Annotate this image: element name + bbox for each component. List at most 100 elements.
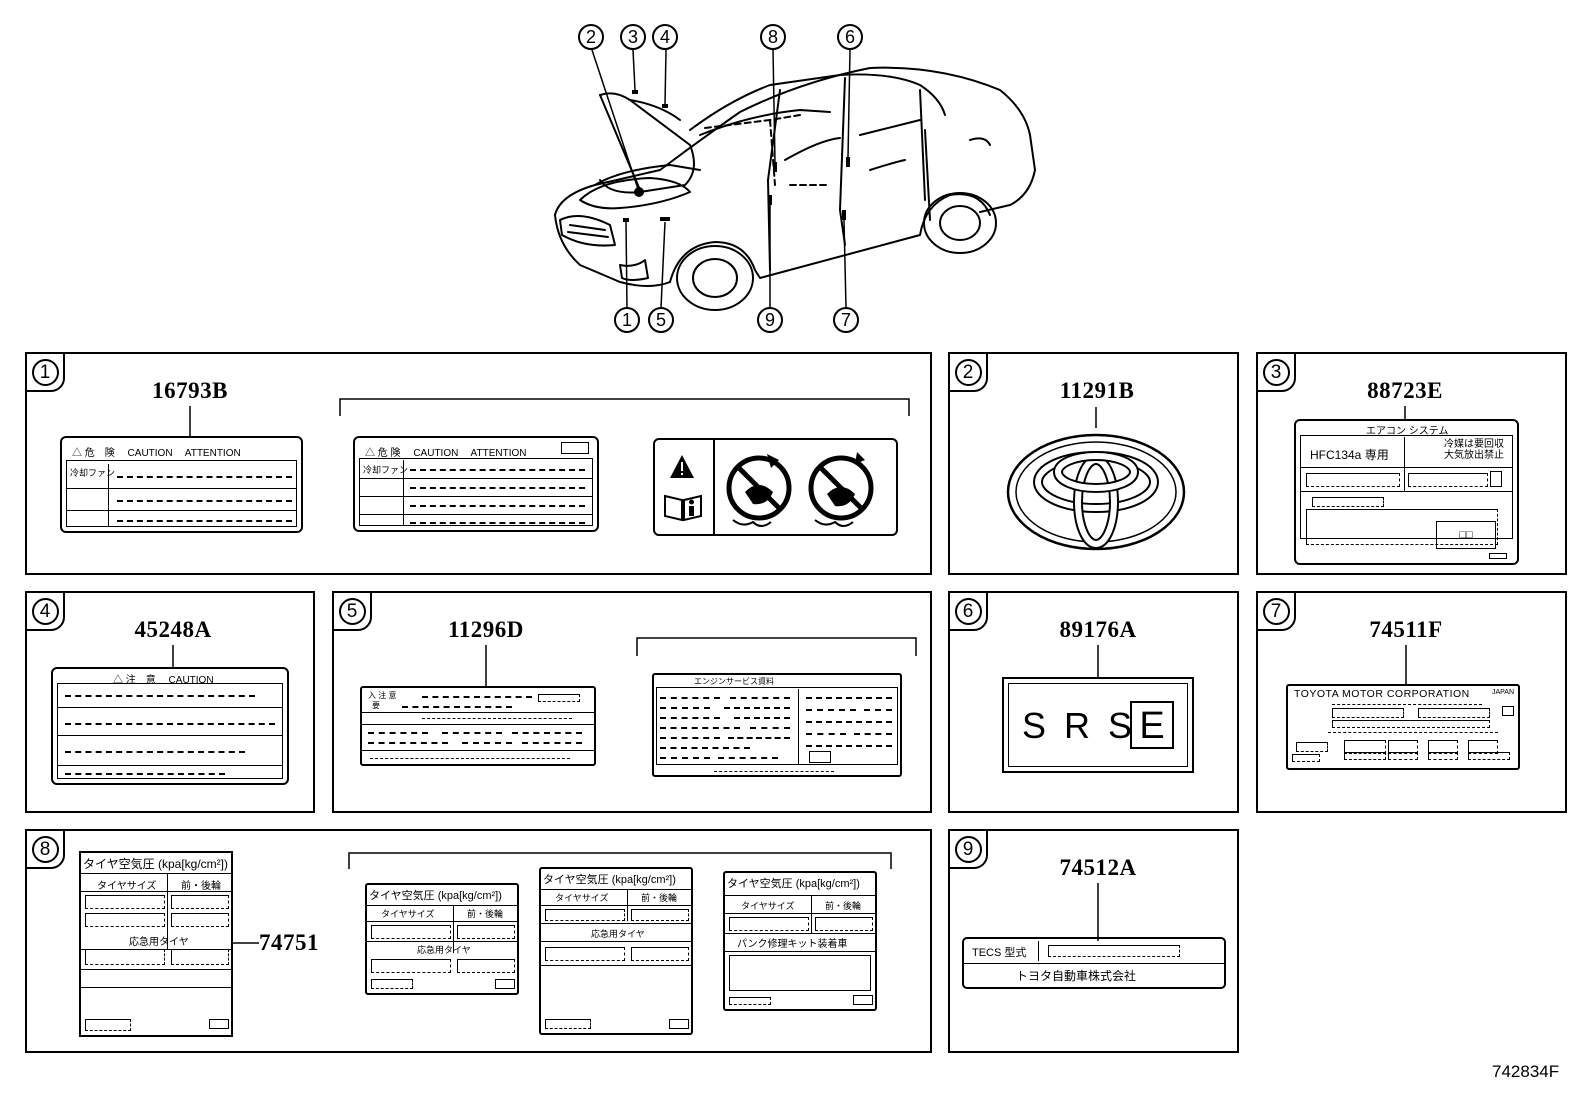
panel-number-text: 6: [954, 597, 982, 625]
tire-size: タイヤサイズ: [741, 901, 795, 911]
callout-8: 8: [760, 24, 786, 50]
front-rear: 前・後輪: [825, 901, 862, 911]
code-leader: [1097, 883, 1099, 941]
srs-label: S R S E: [1002, 677, 1194, 773]
srs-letter-box: E: [1130, 701, 1174, 749]
panel-7: 7 74511F TOYOTA MOTOR CORPORATION JAPAN: [1256, 591, 1567, 813]
panel-number: 7: [1256, 591, 1296, 631]
coolant-fan-text: 冷却ファン: [70, 468, 116, 478]
part-code: 11296D: [448, 617, 524, 642]
tire-size: タイヤサイズ: [97, 881, 157, 892]
car-illustration: 2 3 4 8 6 1 5 9 7: [540, 20, 1060, 345]
caution-header: △ 危 険 CAUTION ATTENTION: [365, 448, 527, 459]
code-leader: [485, 637, 917, 687]
label-text: 入 注 意: [368, 691, 397, 700]
tire-title: タイヤ空気圧 (kpa[kg/cm²]): [543, 874, 676, 886]
panel-2: 2 11291B: [948, 352, 1239, 575]
panel-1: 1 16793B △ 危 険 CAUTION ATTENTION 冷却ファン △…: [25, 352, 932, 575]
caution-header: △ 危 険 CAUTION ATTENTION: [72, 448, 241, 459]
callout-7: 7: [833, 307, 859, 333]
panel-number: 8: [25, 829, 65, 869]
caution-label-a: △ 危 険 CAUTION ATTENTION 冷却ファン: [60, 436, 303, 533]
toyota-jp: トヨタ自動車株式会社: [1016, 969, 1137, 983]
panel-5: 5 11296D 入 注 意 要 エンジンサービス資料: [332, 591, 932, 813]
callout-5: 5: [648, 307, 674, 333]
panel-number-text: 7: [1262, 597, 1290, 625]
panel-number-text: 4: [31, 597, 59, 625]
spare-tire: 応急用タイヤ: [591, 929, 645, 939]
callout-9: 9: [757, 307, 783, 333]
panel-3: 3 88723E エアコン システム HFC134a 専用 冷媒は要回収 大気放…: [1256, 352, 1567, 575]
code-leader: [233, 852, 892, 944]
callout-4: 4: [652, 24, 678, 50]
code-leader: [1404, 406, 1406, 420]
panel-number-text: 1: [31, 358, 59, 386]
caution-label-45248: △ 注 意 CAUTION: [51, 667, 289, 785]
part-code: 89176A: [1059, 617, 1137, 642]
tmc-name: TOYOTA MOTOR CORPORATION: [1294, 688, 1470, 700]
part-code: 45248A: [134, 617, 212, 642]
tire-title: タイヤ空気圧 (kpa[kg/cm²]): [727, 878, 860, 890]
tmc-japan: JAPAN: [1491, 689, 1514, 696]
panel-9: 9 74512A TECS 型式 トヨタ自動車株式会社: [948, 829, 1239, 1053]
part-code: 16793B: [152, 378, 228, 403]
panel-number-text: 9: [954, 835, 982, 863]
warning-icon: [670, 455, 694, 478]
fan-warning-pictogram-label: [653, 438, 898, 536]
panel-number: 3: [1256, 352, 1296, 392]
tire-title: タイヤ空気圧 (kpa[kg/cm²]): [83, 857, 228, 871]
part-code: 74512A: [1059, 855, 1137, 880]
engine-service-label: エンジンサービス資料: [652, 673, 902, 777]
aircon-recover: 冷媒は要回収 大気放出禁止: [1444, 439, 1504, 461]
tire-size: タイヤサイズ: [381, 909, 435, 919]
tmc-plate: TOYOTA MOTOR CORPORATION JAPAN: [1286, 684, 1520, 770]
manual-icon: [664, 494, 702, 522]
tire-label-3: タイヤ空気圧 (kpa[kg/cm²]) タイヤサイズ 前・後輪 応急用タイヤ: [539, 867, 693, 1035]
panel-number: 1: [25, 352, 65, 392]
aircon-box: □□: [1436, 521, 1496, 549]
panel-number: 2: [948, 352, 988, 392]
spare-tire: 応急用タイヤ: [417, 945, 471, 955]
panel-8: 8 74751 タイヤ空気圧 (kpa[kg/cm²]) タイヤサイズ 前・後輪…: [25, 829, 932, 1053]
spare-tire: 応急用タイヤ: [129, 937, 189, 948]
callout-3: 3: [620, 24, 646, 50]
panel-number-text: 2: [954, 358, 982, 386]
label-text: 要: [372, 701, 380, 710]
code-leader: [1097, 645, 1099, 679]
tire-label-4: タイヤ空気圧 (kpa[kg/cm²]) タイヤサイズ 前・後輪 パンク修理キッ…: [723, 871, 877, 1011]
panel-4: 4 45248A △ 注 意 CAUTION: [25, 591, 315, 813]
aircon-label: エアコン システム HFC134a 専用 冷媒は要回収 大気放出禁止 □□: [1294, 419, 1519, 565]
tire-size: タイヤサイズ: [555, 893, 609, 903]
part-code: 11291B: [1059, 378, 1135, 403]
bracket: [339, 398, 910, 416]
code-leader: [189, 406, 191, 436]
tecs-plate: TECS 型式 トヨタ自動車株式会社: [962, 937, 1226, 989]
front-rear: 前・後輪: [641, 893, 678, 903]
caution-label-b: △ 危 険 CAUTION ATTENTION 冷却ファン: [353, 436, 599, 532]
panel-number: 5: [332, 591, 372, 631]
figure-id: 742834F: [1492, 1062, 1560, 1081]
panel-number-text: 3: [1262, 358, 1290, 386]
coolant-fan-text: 冷却ファン: [363, 465, 409, 475]
service-label-small: 入 注 意 要: [360, 686, 596, 766]
aircon-refrigerant: HFC134a 専用: [1310, 448, 1389, 462]
front-rear: 前・後輪: [181, 881, 221, 892]
caution-header: △ 注 意 CAUTION: [113, 675, 214, 686]
callout-2: 2: [578, 24, 604, 50]
tecs-type: TECS 型式: [972, 947, 1027, 959]
puncture-kit: パンク修理キット装着車: [737, 939, 848, 950]
callout-1: 1: [614, 307, 640, 333]
front-rear: 前・後輪: [467, 909, 504, 919]
toyota-emblem: [1006, 407, 1186, 551]
panel-number-text: 8: [31, 835, 59, 863]
aircon-title: エアコン システム: [1366, 426, 1449, 437]
code-leader: [172, 645, 174, 669]
no-hand-belt-icon: [808, 452, 874, 527]
callout-6: 6: [837, 24, 863, 50]
part-code: 88723E: [1367, 378, 1443, 403]
panel-number: 6: [948, 591, 988, 631]
car-drawing: [554, 49, 1036, 311]
no-hand-fan-icon: [726, 454, 792, 527]
panel-number-text: 5: [338, 597, 366, 625]
